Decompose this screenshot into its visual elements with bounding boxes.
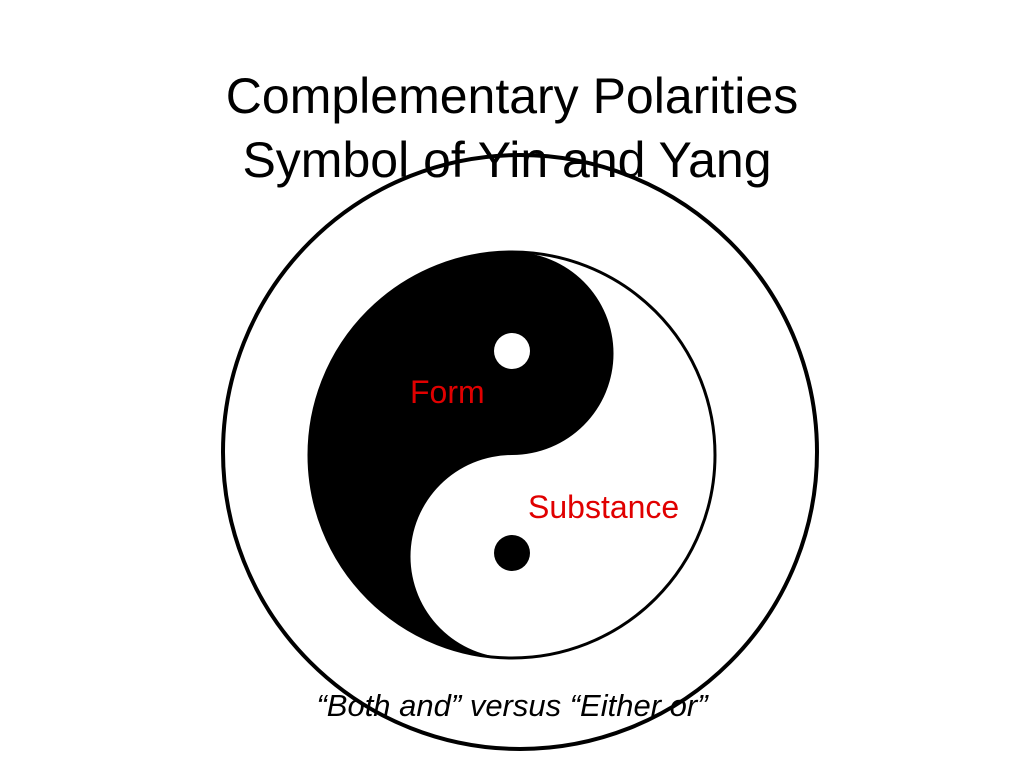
yin-dot	[494, 333, 530, 369]
title-line-1: Complementary Polarities	[225, 68, 799, 124]
label-substance: Substance	[528, 489, 680, 525]
title-line-2: Symbol of Yin and Yang	[242, 132, 772, 188]
label-form: Form	[410, 374, 485, 410]
yin-yang-symbol	[307, 250, 717, 660]
outer-circle	[221, 153, 819, 751]
yin-half	[309, 252, 614, 658]
caption: “Both and” versus “Either or”	[316, 688, 708, 723]
yang-dot	[494, 535, 530, 571]
